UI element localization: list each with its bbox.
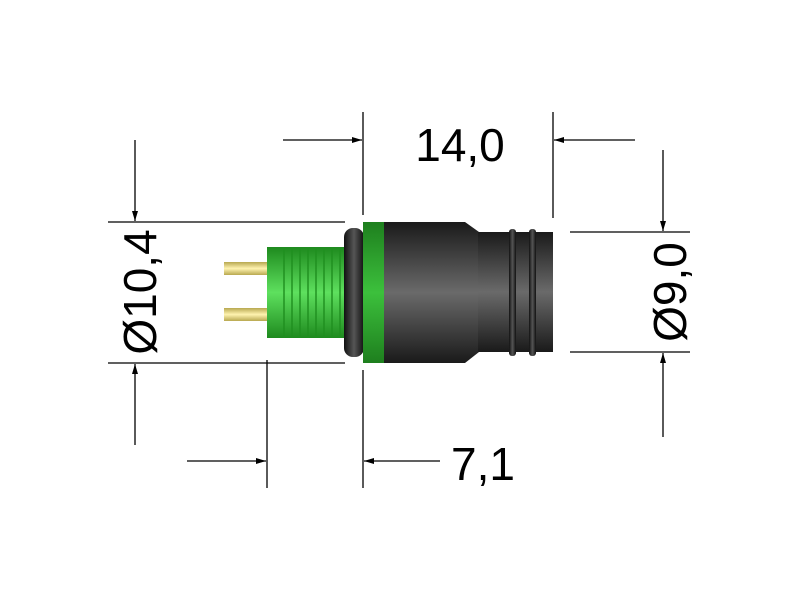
dimension-length: 14,0 [415, 119, 505, 171]
groove-1 [509, 229, 516, 356]
dimension-lines [108, 112, 690, 488]
main-body [384, 222, 479, 363]
insert-ribs [283, 247, 341, 338]
green-band [363, 222, 385, 363]
dimension-insert-length: 7,1 [451, 438, 515, 490]
connector [224, 222, 553, 363]
pin-bottom [224, 308, 268, 321]
dimension-body-diameter: Ø9,0 [644, 242, 696, 342]
pin-top [224, 262, 268, 275]
dimension-flange-diameter: Ø10,4 [114, 229, 166, 354]
o-ring [344, 228, 364, 357]
groove-2 [529, 229, 536, 356]
